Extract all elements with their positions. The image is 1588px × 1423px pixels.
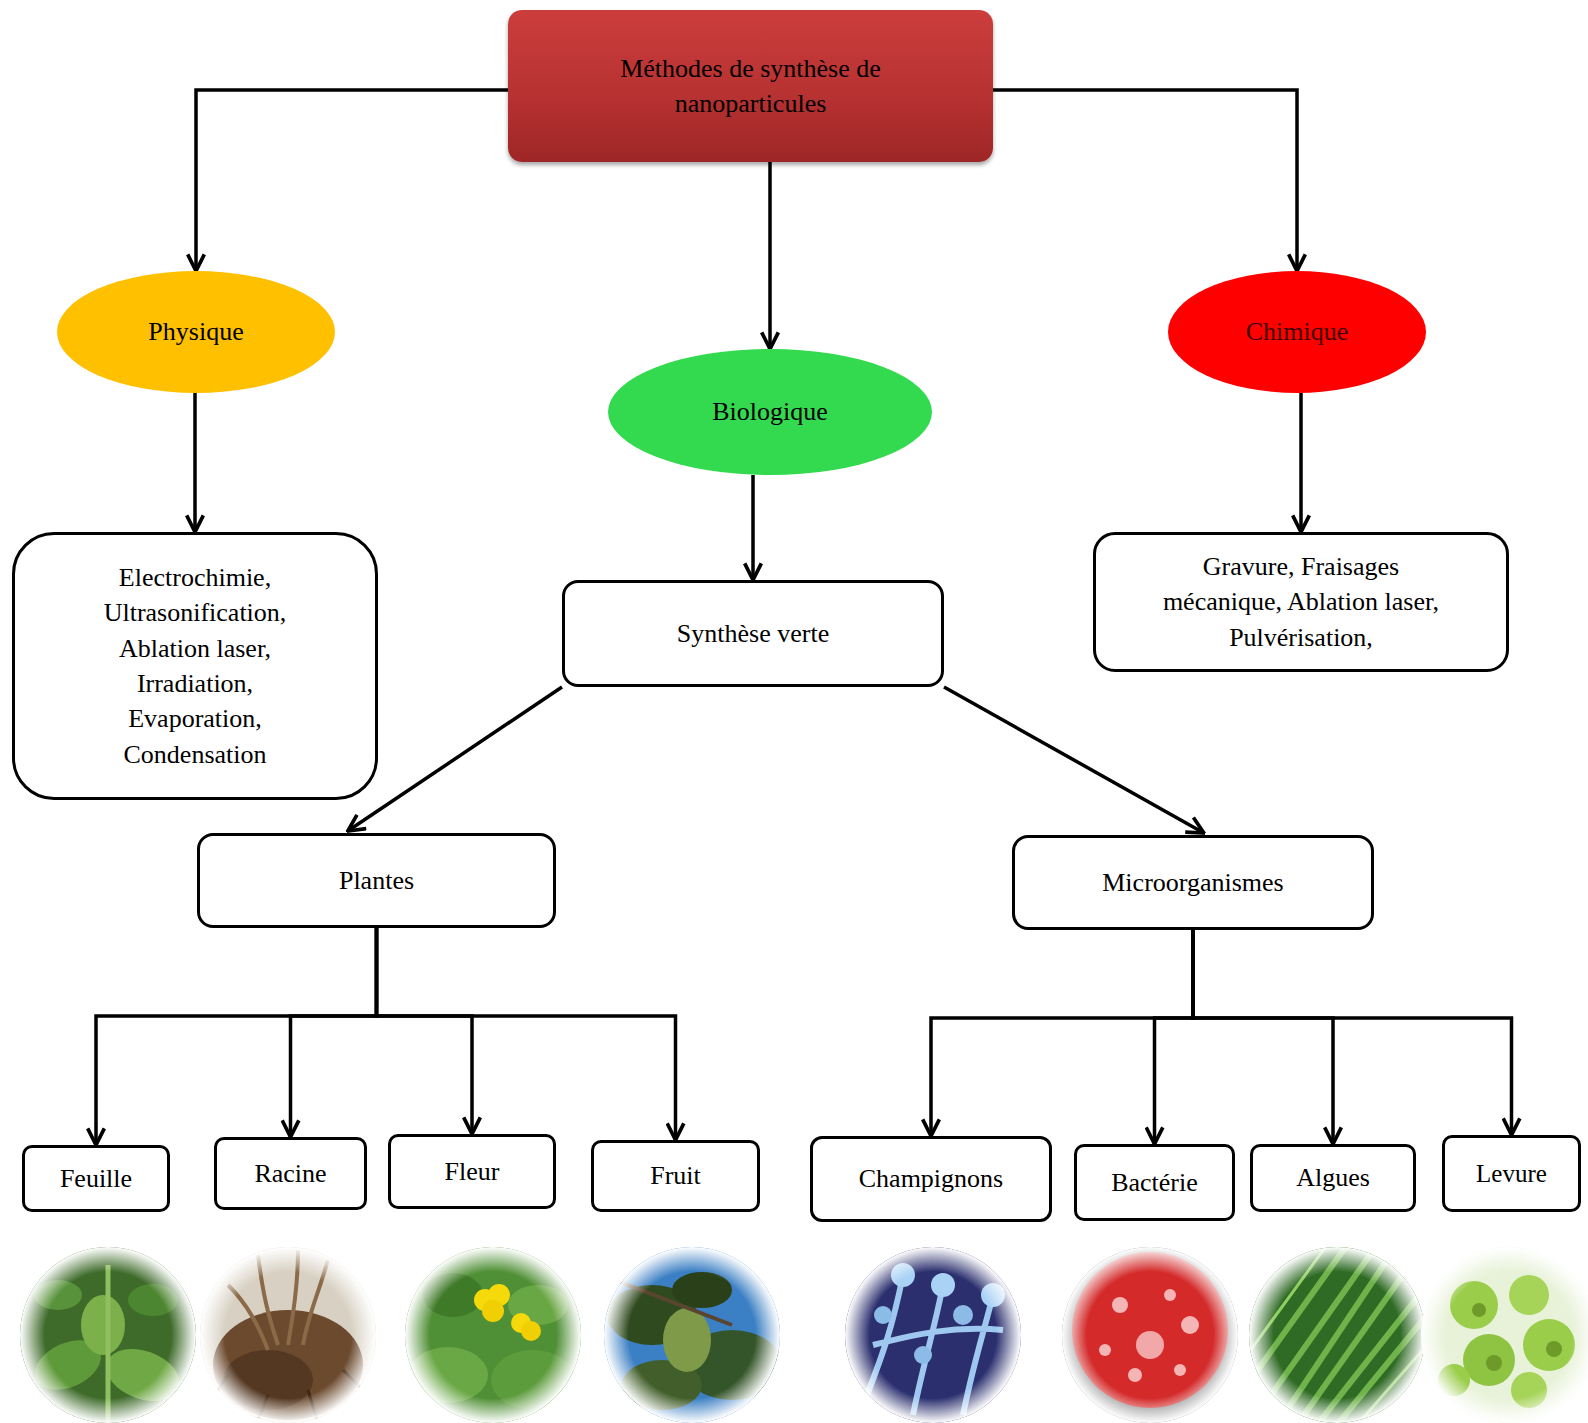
node-label: Microorganismes xyxy=(1102,865,1284,900)
arrow-connector xyxy=(993,90,1297,271)
algae-photo xyxy=(1247,1245,1427,1423)
arrow-connector xyxy=(1193,930,1333,1144)
arrow-connector xyxy=(1193,930,1512,1135)
source-box: Fleur xyxy=(388,1134,556,1209)
node-label: Méthodes de synthèse de nanoparticules xyxy=(581,51,921,122)
arrow-connector xyxy=(944,687,1204,833)
node-label: Biologique xyxy=(712,394,828,429)
bacteria-photo xyxy=(1060,1245,1240,1423)
arrow-connector xyxy=(768,162,772,349)
source-box: Bactérie xyxy=(1074,1144,1235,1221)
arrow-connector xyxy=(96,928,377,1145)
node-label: Chimique xyxy=(1246,314,1349,349)
ellipse-fill xyxy=(1168,271,1426,393)
arrow-connector xyxy=(377,928,473,1134)
arrow-connector xyxy=(196,90,508,271)
source-box: Levure xyxy=(1442,1135,1581,1212)
node-label: Physique xyxy=(148,314,243,349)
process-box: Microorganismes xyxy=(1012,835,1374,930)
fruit-photo xyxy=(602,1245,782,1423)
category-ellipse: Physique xyxy=(57,271,335,393)
node-label: Fruit xyxy=(650,1158,701,1193)
node-label: Algues xyxy=(1296,1160,1370,1195)
node-label: Levure xyxy=(1476,1157,1547,1191)
method-list-box: Electrochimie, Ultrasonification, Ablati… xyxy=(12,532,378,800)
category-ellipse: Biologique xyxy=(608,349,932,475)
node-label: Electrochimie, Ultrasonification, Ablati… xyxy=(80,560,310,772)
source-box: Fruit xyxy=(591,1140,760,1212)
process-box: Plantes xyxy=(197,833,556,928)
node-label: Champignons xyxy=(859,1161,1003,1196)
arrow-connector xyxy=(291,928,377,1137)
arrow-connector xyxy=(1299,393,1303,532)
ellipse-fill xyxy=(57,271,335,393)
category-ellipse: Chimique xyxy=(1168,271,1426,393)
title-box: Méthodes de synthèse de nanoparticules xyxy=(508,10,993,162)
source-box: Feuille xyxy=(22,1145,170,1212)
node-label: Racine xyxy=(254,1156,326,1191)
process-box: Synthèse verte xyxy=(562,580,944,687)
fungi-photo xyxy=(843,1245,1023,1423)
arrow-connector xyxy=(377,928,676,1140)
node-label: Gravure, Fraisages mécanique, Ablation l… xyxy=(1146,549,1456,655)
arrow-connector xyxy=(193,393,197,532)
source-box: Champignons xyxy=(810,1136,1052,1222)
method-list-box: Gravure, Fraisages mécanique, Ablation l… xyxy=(1093,532,1509,672)
node-label: Fleur xyxy=(445,1154,500,1189)
root-photo xyxy=(198,1245,378,1423)
yeast-photo xyxy=(1419,1245,1588,1423)
arrow-connector xyxy=(751,475,755,580)
arrow-connector xyxy=(348,687,562,831)
node-label: Bactérie xyxy=(1111,1165,1198,1200)
source-box: Racine xyxy=(214,1137,367,1210)
node-label: Feuille xyxy=(60,1161,132,1196)
leaf-photo xyxy=(18,1245,198,1423)
flower-photo xyxy=(403,1245,583,1423)
source-box: Algues xyxy=(1250,1144,1416,1212)
node-label: Plantes xyxy=(339,863,414,898)
node-label: Synthèse verte xyxy=(677,616,829,651)
ellipse-fill xyxy=(608,349,932,475)
arrow-connector xyxy=(1155,930,1194,1144)
